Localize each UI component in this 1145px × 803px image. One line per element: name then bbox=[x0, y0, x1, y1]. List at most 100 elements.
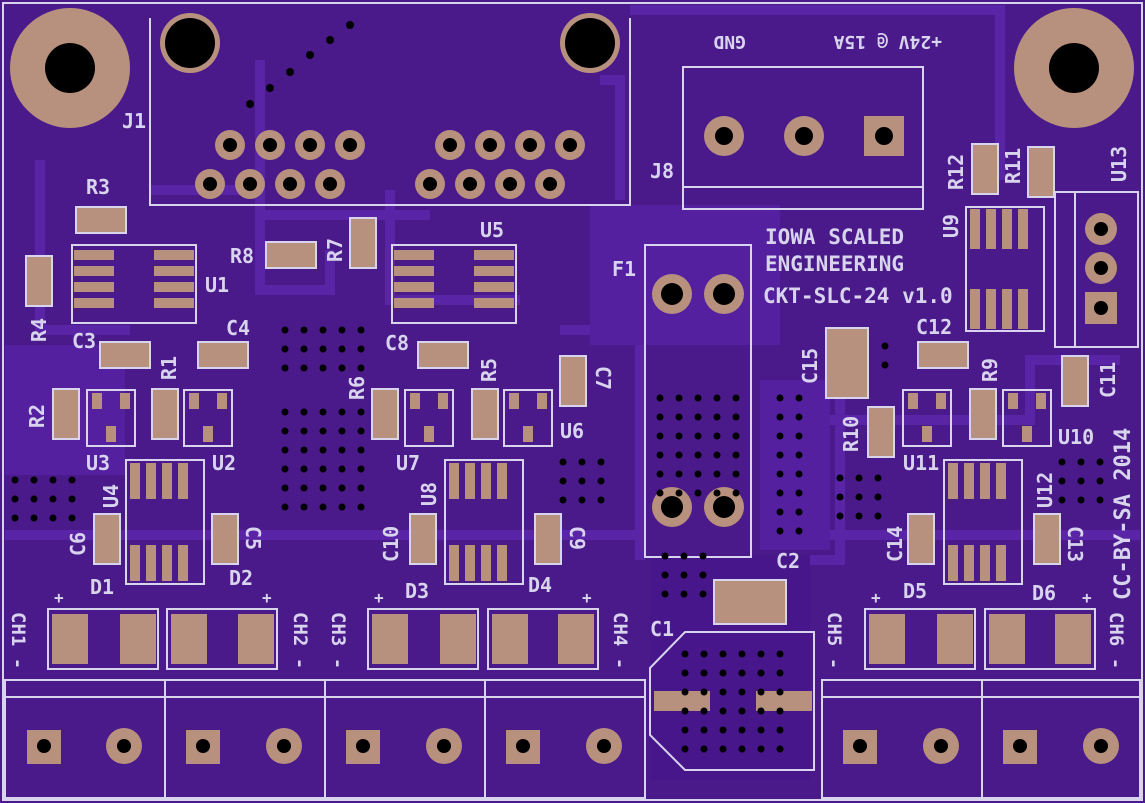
ref-u2: U2 bbox=[212, 451, 236, 475]
channel-label-2: CH2 - bbox=[289, 612, 311, 669]
ref-r9: R9 bbox=[978, 358, 1002, 382]
via bbox=[597, 458, 605, 466]
via bbox=[881, 361, 889, 369]
via bbox=[338, 503, 346, 511]
via bbox=[281, 427, 289, 435]
via bbox=[713, 470, 721, 478]
via bbox=[738, 669, 746, 677]
gnd-label: GND bbox=[713, 31, 746, 52]
via bbox=[1077, 477, 1085, 485]
via bbox=[357, 446, 365, 454]
via bbox=[757, 707, 765, 715]
ref-d2: D2 bbox=[229, 566, 253, 590]
via bbox=[49, 495, 57, 503]
via bbox=[855, 474, 863, 482]
via bbox=[874, 512, 882, 520]
via bbox=[675, 394, 683, 402]
via bbox=[11, 514, 19, 522]
sot23-footprints bbox=[86, 389, 1052, 447]
ref-c12: C12 bbox=[916, 315, 952, 339]
ic-u4 bbox=[125, 459, 205, 585]
regulator-u13 bbox=[1054, 191, 1139, 348]
ic-u5 bbox=[391, 244, 517, 324]
via bbox=[281, 345, 289, 353]
via bbox=[338, 408, 346, 416]
via bbox=[319, 326, 327, 334]
via bbox=[719, 650, 727, 658]
via bbox=[656, 470, 664, 478]
via bbox=[675, 489, 683, 497]
via bbox=[357, 427, 365, 435]
via bbox=[357, 503, 365, 511]
via bbox=[661, 590, 669, 598]
via bbox=[656, 432, 664, 440]
via bbox=[738, 650, 746, 658]
via bbox=[300, 446, 308, 454]
via bbox=[700, 688, 708, 696]
via bbox=[338, 364, 346, 372]
via bbox=[49, 514, 57, 522]
via bbox=[281, 465, 289, 473]
ic-u8 bbox=[444, 459, 524, 585]
ref-c5: C5 bbox=[241, 526, 265, 550]
via bbox=[700, 650, 708, 658]
ref-j1: J1 bbox=[122, 109, 146, 133]
connector-j8 bbox=[682, 66, 924, 210]
polarity-plus-d1: + bbox=[54, 588, 64, 607]
via bbox=[357, 465, 365, 473]
ref-c6: C6 bbox=[66, 532, 90, 556]
via bbox=[675, 451, 683, 459]
capacitor-c1 bbox=[649, 631, 815, 771]
passive-footprints bbox=[25, 143, 1089, 625]
ic-footprints bbox=[71, 206, 1045, 585]
via bbox=[319, 427, 327, 435]
via bbox=[836, 493, 844, 501]
ref-d3: D3 bbox=[405, 579, 429, 603]
title-line-1: IOWA SCALED bbox=[765, 225, 904, 249]
ref-r5: R5 bbox=[477, 358, 501, 382]
via bbox=[874, 474, 882, 482]
via bbox=[338, 345, 346, 353]
via bbox=[881, 342, 889, 350]
ref-d6: D6 bbox=[1032, 581, 1056, 605]
output-terminals bbox=[4, 679, 1141, 799]
via bbox=[776, 707, 784, 715]
via bbox=[49, 476, 57, 484]
ic-u12 bbox=[943, 459, 1023, 585]
via bbox=[732, 413, 740, 421]
via bbox=[732, 451, 740, 459]
via bbox=[700, 669, 708, 677]
via bbox=[597, 496, 605, 504]
via bbox=[795, 451, 803, 459]
ref-r11: R11 bbox=[1001, 148, 1025, 184]
via bbox=[776, 527, 784, 535]
via bbox=[300, 345, 308, 353]
via bbox=[300, 484, 308, 492]
via bbox=[757, 669, 765, 677]
silkscreen-text: IOWA SCALED ENGINEERING CKT-SLC-24 v1.0 … bbox=[7, 31, 1136, 669]
ic-u9 bbox=[965, 206, 1045, 332]
via bbox=[319, 465, 327, 473]
via bbox=[661, 552, 669, 560]
via bbox=[694, 470, 702, 478]
ref-c10: C10 bbox=[379, 526, 403, 562]
via bbox=[795, 394, 803, 402]
ref-c9: C9 bbox=[565, 526, 589, 550]
via bbox=[757, 745, 765, 753]
polarity-plus-d5: + bbox=[871, 588, 881, 607]
via bbox=[281, 364, 289, 372]
via bbox=[11, 476, 19, 484]
via bbox=[855, 512, 863, 520]
via bbox=[719, 688, 727, 696]
via bbox=[738, 745, 746, 753]
via bbox=[281, 446, 289, 454]
via bbox=[681, 688, 689, 696]
via bbox=[713, 394, 721, 402]
ref-u1: U1 bbox=[205, 273, 229, 297]
via bbox=[719, 707, 727, 715]
ref-r3: R3 bbox=[86, 175, 110, 199]
via bbox=[732, 489, 740, 497]
via bbox=[300, 326, 308, 334]
diodes bbox=[47, 608, 1096, 670]
via bbox=[68, 495, 76, 503]
